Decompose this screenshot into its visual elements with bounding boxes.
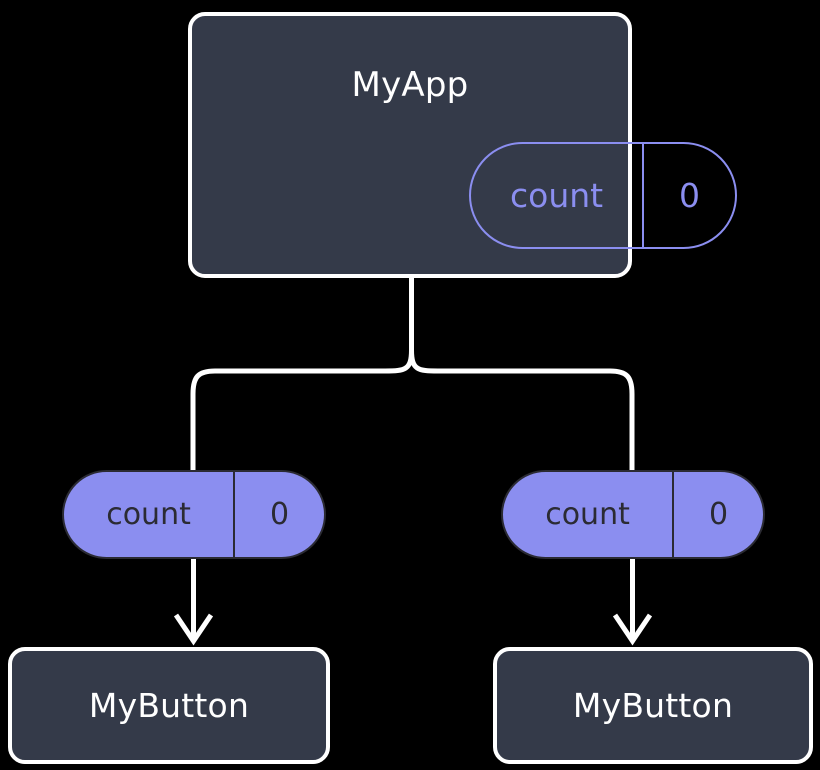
props-pill-left[interactable]: count 0 [62,470,326,559]
props-pill-key: count [106,496,191,532]
child-component-label: MyButton [88,686,250,725]
arrow-head-right-icon [612,613,653,646]
state-pill-value: 0 [642,144,735,247]
connector-fork-right [409,349,635,472]
connector-fork-left [190,349,414,472]
child-component-label: MyButton [572,686,734,725]
child-component-mybutton-left[interactable]: MyButton [8,647,330,764]
state-pill-count[interactable]: count 0 [469,142,737,249]
props-pill-right[interactable]: count 0 [501,470,765,559]
child-component-mybutton-right[interactable]: MyButton [493,647,813,764]
root-component-myapp[interactable]: MyApp count 0 [188,12,737,278]
arrow-head-left-icon [173,613,214,646]
state-pill-key: count [509,176,604,215]
props-pill-value: 0 [233,472,324,557]
props-pill-key: count [545,496,630,532]
props-pill-value: 0 [672,472,763,557]
page-title: MyApp [351,65,469,105]
